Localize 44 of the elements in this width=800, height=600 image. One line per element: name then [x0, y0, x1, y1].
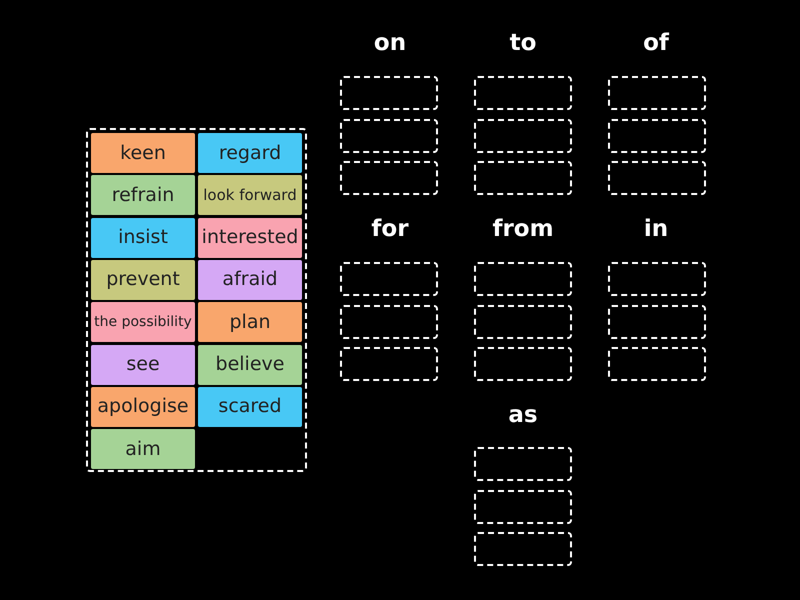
- drop-slot: [340, 161, 438, 195]
- drop-slot: [608, 76, 706, 110]
- drop-slot: [474, 119, 572, 153]
- category-heading: in: [642, 216, 670, 242]
- drop-slot: [474, 447, 572, 481]
- drop-slot: [608, 305, 706, 339]
- word-tile: apologise: [91, 386, 195, 427]
- word-tile: keen: [91, 133, 195, 173]
- drop-slot: [474, 161, 572, 195]
- drop-slot: [340, 305, 438, 339]
- drop-slot: [340, 347, 438, 381]
- word-bank-panel: [86, 128, 307, 472]
- word-tile: see: [91, 344, 195, 384]
- drop-slot: [474, 262, 572, 296]
- word-tile: look forward: [198, 175, 302, 216]
- drop-slot: [474, 76, 572, 110]
- word-tile: prevent: [91, 260, 195, 300]
- category-heading: for: [370, 216, 410, 242]
- category-heading: from: [491, 216, 555, 242]
- category-heading: of: [642, 30, 670, 56]
- word-tile: aim: [91, 429, 195, 470]
- drop-slot: [474, 532, 572, 566]
- drop-slot: [608, 119, 706, 153]
- drop-slot: [608, 347, 706, 381]
- word-tile: insist: [91, 218, 195, 258]
- drop-slot: [608, 262, 706, 296]
- word-tile: scared: [198, 386, 302, 427]
- word-tile: regard: [198, 133, 302, 173]
- drop-slot: [340, 262, 438, 296]
- word-tile: believe: [198, 344, 302, 384]
- word-tile: interested: [198, 218, 302, 258]
- category-heading: on: [372, 30, 408, 56]
- word-tile: refrain: [91, 175, 195, 216]
- category-heading: to: [508, 30, 538, 56]
- drop-slot: [474, 490, 572, 524]
- drop-slot: [608, 161, 706, 195]
- drop-slot: [474, 305, 572, 339]
- drop-slot: [474, 347, 572, 381]
- word-tile: the possibility: [91, 302, 195, 342]
- drop-slot: [340, 76, 438, 110]
- word-tile: afraid: [198, 260, 302, 300]
- word-tile: plan: [198, 302, 302, 342]
- category-heading: as: [507, 402, 539, 428]
- drop-slot: [340, 119, 438, 153]
